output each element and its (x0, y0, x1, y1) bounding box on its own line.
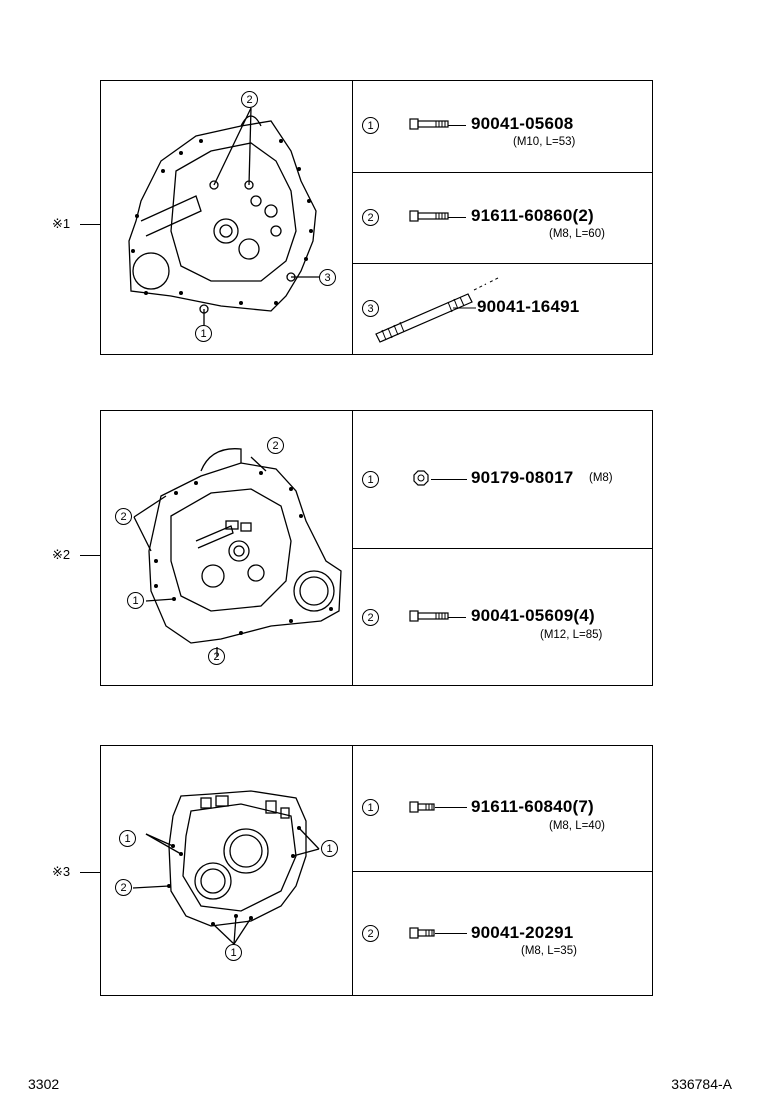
transaxle-housing-1-drawing (128, 107, 319, 325)
leader-line (448, 125, 466, 126)
section-2-row-2: 2 90041-05609(4) (M12, L=85) (353, 548, 652, 685)
section-2-callout-1: 1 (127, 592, 144, 609)
section-2-row-1: 1 90179-08017 (M8) (353, 411, 652, 548)
row-number-badge: 1 (362, 799, 379, 816)
part-spec: (M8, L=40) (549, 820, 605, 832)
section-3-callout-1-bottom: 1 (225, 944, 242, 961)
flange-bolt-icon (409, 118, 449, 130)
section-2-mark: ※2 (52, 547, 71, 562)
section-1-mark: ※1 (52, 216, 71, 231)
section-3-illustration: 1 1 2 1 (101, 746, 353, 995)
section-3-callout-1-right: 1 (321, 840, 338, 857)
section-3-callout-1-left: 1 (119, 830, 136, 847)
section-2-panel: 2 2 1 2 1 90179-08017 (M8) 2 90041-05609… (100, 410, 653, 686)
section-1-callout-1: 1 (195, 325, 212, 342)
part-number: 90041-05608 (471, 114, 574, 133)
part-number: 91611-60840(7) (471, 797, 594, 816)
section-3-row-1: 1 91611-60840(7) (M8, L=40) (353, 746, 652, 871)
part-spec: (M8, L=35) (521, 945, 577, 957)
stud-bolt-icon (375, 277, 499, 343)
section-2-callout-2-top: 2 (267, 437, 284, 454)
transaxle-housing-2-drawing (133, 448, 342, 657)
section-3-row-2: 2 90041-20291 (M8, L=35) (353, 871, 652, 995)
section-1-row-1: 1 90041-05608 (M10, L=53) (353, 81, 652, 172)
part-spec: (M8) (589, 472, 613, 484)
section-2-illustration: 2 2 1 2 (101, 411, 353, 685)
section-3-mark-leader (80, 872, 100, 873)
row-number-badge: 3 (362, 300, 379, 317)
transaxle-case-3-drawing (132, 790, 320, 945)
leader-line (435, 933, 467, 934)
row-number-badge: 2 (362, 925, 379, 942)
section-3-panel: 1 1 2 1 1 91611-60840(7) (M8, L=40) 2 90… (100, 745, 653, 996)
section-2-mark-leader (80, 555, 100, 556)
row-number-badge: 1 (362, 471, 379, 488)
section-3-callout-2: 2 (115, 879, 132, 896)
section-2-callout-2-left: 2 (115, 508, 132, 525)
part-spec: (M12, L=85) (540, 629, 603, 641)
part-spec: (M8, L=60) (549, 228, 605, 240)
nut-icon (413, 470, 429, 486)
flange-bolt-icon (409, 210, 449, 222)
part-number: 90041-05609(4) (471, 606, 595, 625)
section-1-row-3: 3 90041-16491 (353, 263, 652, 354)
footer-drawing-id: 336784-A (671, 1076, 732, 1092)
section-1-illustration: 2 3 1 (101, 81, 353, 354)
leader-line (448, 217, 466, 218)
section-1-callout-3: 3 (319, 269, 336, 286)
leader-line (435, 807, 467, 808)
section-1-row-2: 2 91611-60860(2) (M8, L=60) (353, 172, 652, 263)
leader-line (431, 479, 467, 480)
section-3-mark: ※3 (52, 864, 71, 879)
section-1-panel: 2 3 1 1 90041-05608 (M10, L=53) 2 91611-… (100, 80, 653, 355)
flange-bolt-icon (409, 610, 449, 622)
row-number-badge: 1 (362, 117, 379, 134)
flange-bolt-short-icon (409, 801, 435, 813)
part-number: 90179-08017 (471, 468, 574, 487)
leader-line (448, 617, 466, 618)
part-spec: (M10, L=53) (513, 136, 576, 148)
part-number: 90041-16491 (477, 297, 580, 316)
flange-bolt-short-icon (409, 927, 435, 939)
section-1-callout-2: 2 (241, 91, 258, 108)
footer-page-code: 3302 (28, 1076, 60, 1092)
row-number-badge: 2 (362, 209, 379, 226)
part-number: 90041-20291 (471, 923, 574, 942)
section-2-callout-2-bottom: 2 (208, 648, 225, 665)
part-number: 91611-60860(2) (471, 206, 594, 225)
row-number-badge: 2 (362, 609, 379, 626)
section-1-mark-leader (80, 224, 100, 225)
